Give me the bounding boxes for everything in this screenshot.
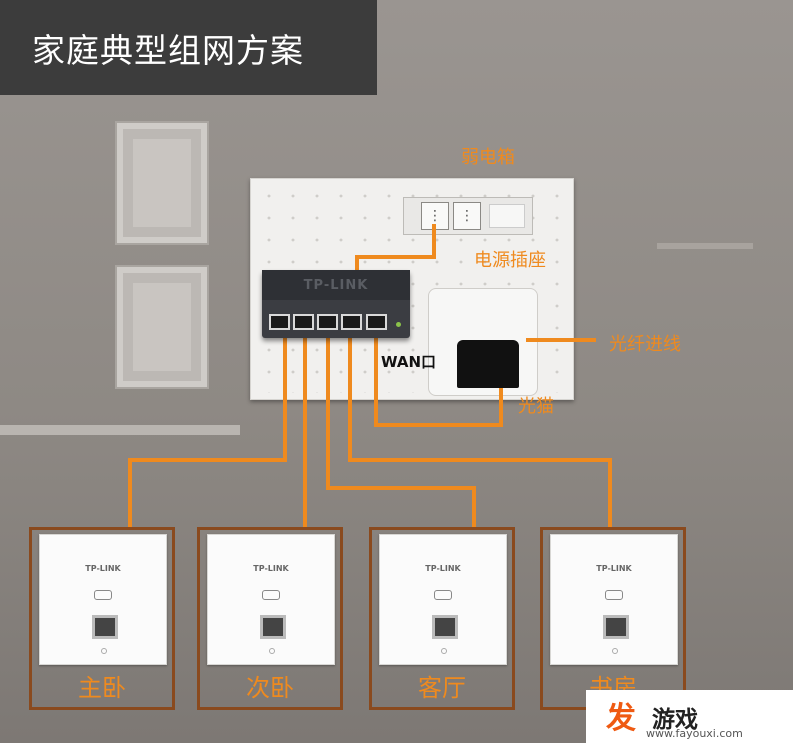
wall-shelf	[657, 243, 753, 249]
room-label-master-bedroom: 主卧	[78, 674, 126, 702]
wifi-indicator-icon	[605, 590, 623, 600]
title-banner: 家庭典型组网方案	[0, 0, 377, 95]
modem-front-panel	[457, 340, 519, 388]
reset-hole	[441, 648, 447, 654]
wifi-indicator-icon	[94, 590, 112, 600]
wall-ap-panel: TP-LINK	[39, 534, 167, 665]
switch-brand: TP-LINK	[303, 278, 369, 293]
ethernet-port-icon	[432, 615, 458, 639]
watermark-title: 游戏	[652, 707, 698, 733]
wire-master-bedroom	[128, 330, 287, 530]
label-power-socket: 电源插座	[474, 250, 546, 271]
wall-ap-panel: TP-LINK	[207, 534, 335, 665]
wall-ap-panel: TP-LINK	[379, 534, 507, 665]
ethernet-port-icon	[603, 615, 629, 639]
label-modem: 光猫	[518, 396, 554, 417]
wifi-indicator-icon	[262, 590, 280, 600]
panel-brand: TP-LINK	[253, 564, 289, 573]
wall-ap-panel: TP-LINK	[550, 534, 678, 665]
status-led	[396, 322, 401, 327]
reset-hole	[269, 648, 275, 654]
label-weak-box: 弱电箱	[461, 147, 515, 168]
switch-port	[341, 314, 362, 330]
wire-study	[348, 330, 612, 530]
ethernet-port-icon	[92, 615, 118, 639]
switch-port	[317, 314, 338, 330]
watermark-url: www.fayouxi.com	[646, 727, 743, 740]
room-label-living-room: 客厅	[418, 674, 466, 702]
network-switch: TP-LINK	[262, 270, 410, 338]
reset-hole	[101, 648, 107, 654]
panel-brand: TP-LINK	[85, 564, 121, 573]
socket-icon: ⋮	[453, 202, 481, 230]
panel-brand: TP-LINK	[596, 564, 632, 573]
label-fiber-in: 光纤进线	[609, 334, 681, 355]
switch-port	[293, 314, 314, 330]
switch-port	[269, 314, 290, 330]
label-wan-port: WAN口	[381, 353, 437, 371]
switch-plate	[489, 204, 525, 228]
reset-hole	[612, 648, 618, 654]
watermark-logo-icon: 发	[606, 701, 636, 736]
room-frame-master-bedroom	[29, 527, 175, 710]
power-wire	[355, 224, 436, 270]
ethernet-port-icon	[260, 615, 286, 639]
watermark	[586, 690, 793, 743]
room-label-second-bedroom: 次卧	[246, 674, 294, 702]
wan-wire	[374, 330, 503, 427]
room-frame-second-bedroom	[197, 527, 343, 710]
picture-frame-cupcake	[117, 123, 207, 243]
switch-port-wan	[366, 314, 387, 330]
wifi-indicator-icon	[434, 590, 452, 600]
picture-frame-cup	[117, 267, 207, 387]
panel-brand: TP-LINK	[425, 564, 461, 573]
wire-living-room	[326, 330, 476, 530]
room-frame-living-room	[369, 527, 515, 710]
page-title: 家庭典型组网方案	[32, 31, 304, 70]
counter	[0, 425, 240, 435]
